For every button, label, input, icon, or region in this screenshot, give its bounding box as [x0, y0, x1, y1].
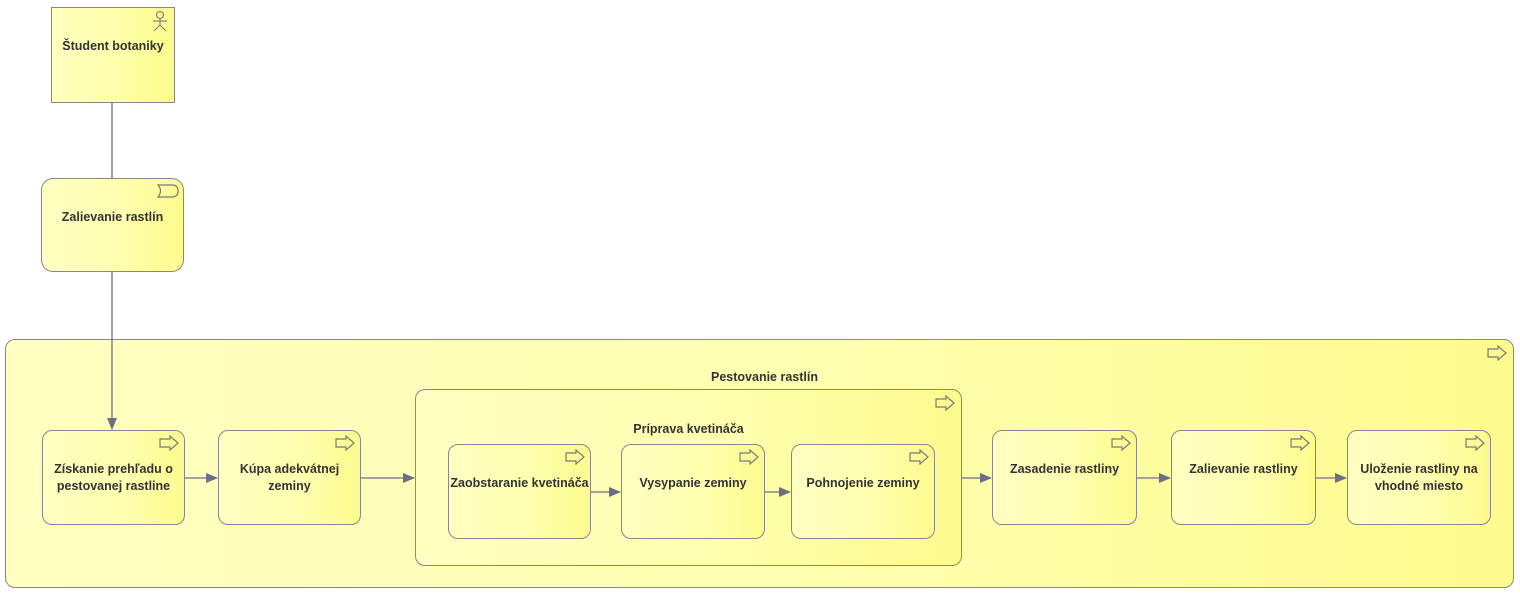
step-zasadenie-rastliny[interactable]: Zasadenie rastliny [992, 430, 1137, 525]
process-arrow-icon [1465, 435, 1485, 451]
step-label: Zalievanie rastliny [1189, 462, 1298, 476]
subprocess-title: Príprava kvetináča [633, 422, 744, 436]
process-arrow-icon [159, 435, 179, 451]
actor-icon [153, 10, 167, 32]
process-arrow-icon [1487, 345, 1507, 361]
process-arrow-icon [739, 449, 759, 465]
process-title: Pestovanie rastlín [711, 370, 818, 384]
step-label: Uloženie rastliny na vhodné miesto [1360, 461, 1478, 493]
actor-student-botaniky[interactable]: Študent botaniky [51, 7, 175, 103]
step-ulozenie-rastliny[interactable]: Uloženie rastliny na vhodné miesto [1347, 430, 1491, 525]
step-label: Kúpa adekvátnej zeminy [239, 462, 340, 493]
step-zalievanie-rastliny[interactable]: Zalievanie rastliny [1171, 430, 1316, 525]
step-vysypanie-zeminy[interactable]: Vysypanie zeminy [621, 444, 765, 539]
process-arrow-icon [565, 449, 585, 465]
process-arrow-icon [335, 435, 355, 451]
service-zalievanie-rastlin[interactable]: Zalievanie rastlín [41, 178, 184, 272]
service-label: Zalievanie rastlín [61, 210, 164, 224]
step-label: Vysypanie zeminy [639, 476, 747, 490]
actor-label: Študent botaniky [62, 39, 164, 53]
step-kupa-zeminy[interactable]: Kúpa adekvátnej zeminy [218, 430, 361, 525]
step-pohnojenie-zeminy[interactable]: Pohnojenie zeminy [791, 444, 935, 539]
process-arrow-icon [909, 449, 929, 465]
step-label: Pohnojenie zeminy [806, 476, 920, 490]
process-arrow-icon [1111, 435, 1131, 451]
business-service-icon [157, 184, 179, 198]
step-label: Zaobstaranie kvetináča [450, 476, 589, 490]
step-label: Získanie prehľadu o pestovanej rastline [54, 461, 173, 493]
step-label: Zasadenie rastliny [1009, 462, 1120, 476]
process-arrow-icon [1290, 435, 1310, 451]
process-arrow-icon [935, 395, 955, 411]
step-ziskanie-prehladu[interactable]: Získanie prehľadu o pestovanej rastline [42, 430, 185, 525]
step-zaobstaranie-kvetinaca[interactable]: Zaobstaranie kvetináča [448, 444, 591, 539]
